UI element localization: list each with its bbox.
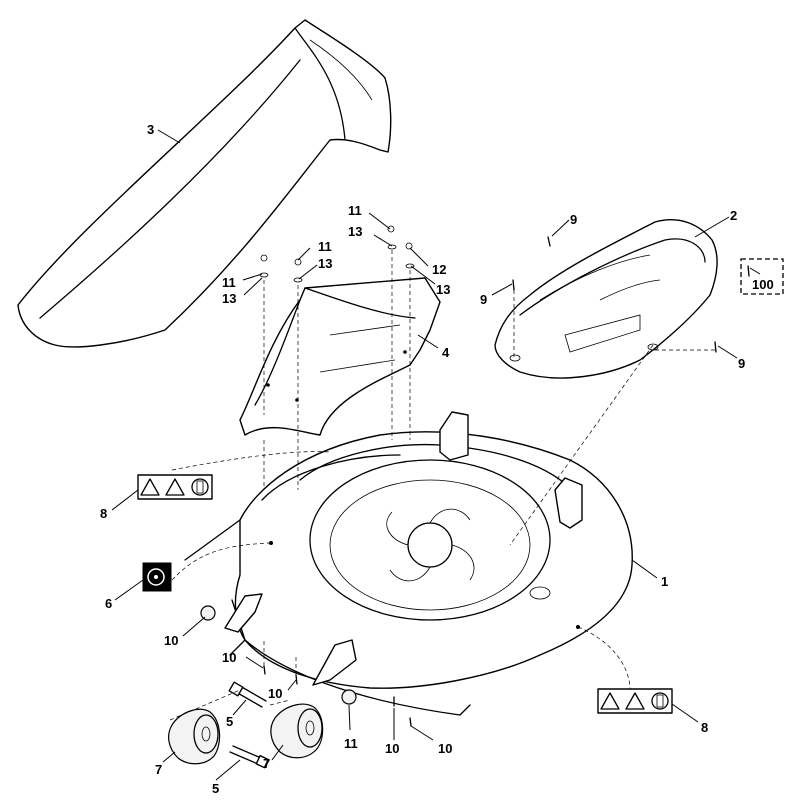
part-6-decal — [142, 562, 172, 592]
alignment-lines — [169, 250, 715, 721]
callout-9b: 9 — [480, 292, 487, 307]
callout-labels: 3 2 4 1 8 8 6 9 9 9 100 11 13 11 13 11 1… — [100, 122, 774, 796]
callout-12b: 11 — [344, 736, 358, 751]
callout-7b: 7 — [263, 756, 270, 771]
callout-10d: 10 — [438, 741, 452, 756]
part-12-nuts — [200, 605, 357, 705]
callout-11b: 11 — [318, 239, 332, 254]
callout-11c: 11 — [348, 203, 362, 218]
callout-10c: 10 — [385, 741, 399, 756]
callout-100: 100 — [752, 277, 774, 292]
callout-4: 4 — [442, 345, 450, 360]
callout-10a: 10 — [222, 650, 236, 665]
callout-6: 6 — [105, 596, 112, 611]
part-5-bolts — [228, 681, 269, 769]
part-100-box — [740, 258, 784, 295]
callout-12a: 10 — [164, 633, 178, 648]
part-3-chute — [17, 19, 392, 348]
callout-8b: 8 — [701, 720, 708, 735]
callout-5b: 5 — [212, 781, 219, 796]
callout-10b: 10 — [268, 686, 282, 701]
axle-brackets — [224, 593, 357, 686]
warning-label-a — [137, 474, 213, 500]
callout-13c: 13 — [348, 224, 362, 239]
callout-13a: 13 — [222, 291, 236, 306]
part-4-baffle — [239, 277, 441, 436]
warning-label-b — [597, 688, 673, 714]
callout-5a: 5 — [226, 714, 233, 729]
callout-8a: 8 — [100, 506, 107, 521]
part-2-cover — [494, 219, 718, 379]
callout-13d: 13 — [436, 282, 450, 297]
part-7-wheels — [168, 703, 324, 765]
callout-13b: 13 — [318, 256, 332, 271]
callout-9c: 9 — [738, 356, 745, 371]
callout-3: 3 — [147, 122, 154, 137]
part-1-deck — [184, 411, 633, 716]
callout-1: 1 — [661, 574, 668, 589]
callout-7a: 7 — [155, 762, 162, 777]
leader-lines — [111, 129, 761, 781]
callout-9a: 9 — [570, 212, 577, 227]
callout-11d: 12 — [432, 262, 446, 277]
callout-11a: 11 — [222, 275, 236, 290]
callout-2: 2 — [730, 208, 737, 223]
